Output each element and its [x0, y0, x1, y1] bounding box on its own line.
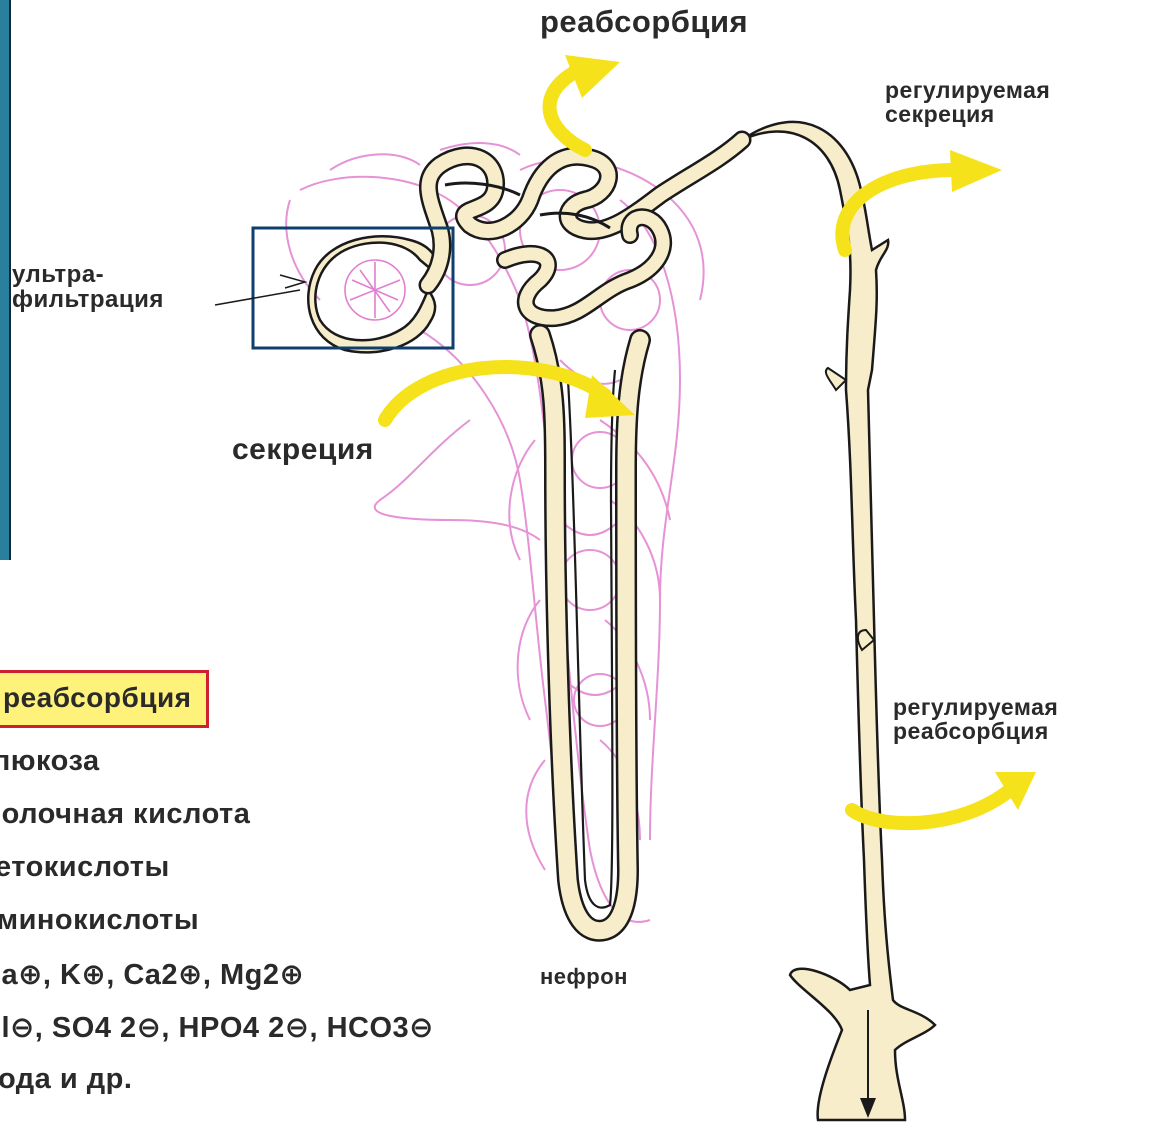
label-secretion: секреция: [232, 434, 374, 466]
legend-title: реабсорбция: [0, 670, 209, 728]
label-regulated-secretion: регулируемая секреция: [885, 78, 1050, 126]
list-item: аминокислоты: [0, 904, 434, 957]
label-nephron: нефрон: [540, 965, 628, 988]
list-item: молочная кислота: [0, 798, 434, 851]
glomerulus-capillaries: [345, 260, 405, 320]
label-ultrafiltration: ультра- фильтрация: [12, 262, 164, 312]
reabsorption-arrow-icon: [550, 55, 620, 150]
secretion-arrow-icon: [385, 367, 635, 420]
list-item: Na⊕, K⊕, Ca2⊕, Mg2⊕: [0, 957, 434, 1010]
label-reabsorption-top: реабсорбция: [540, 6, 748, 39]
list-item: кетокислоты: [0, 851, 434, 904]
ultrafiltration-pointer: [215, 290, 300, 305]
duct-branch: [826, 368, 846, 390]
label-regulated-reabsorption: регулируемая реабсорбция: [893, 695, 1058, 743]
list-item: Cl⊖, SO4 2⊖, HPO4 2⊖, HCO3⊖: [0, 1010, 434, 1063]
list-item: вода и др.: [0, 1063, 434, 1116]
bowman-capsule: [308, 236, 438, 352]
reabsorption-list: глюкоза молочная кислота кетокислоты ами…: [0, 745, 434, 1116]
list-item: глюкоза: [0, 745, 434, 798]
collecting-duct: [742, 122, 935, 1120]
